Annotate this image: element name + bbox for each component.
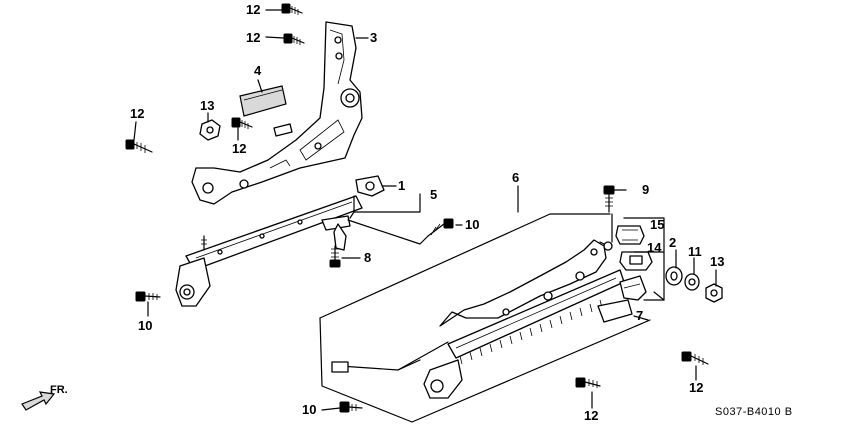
- callout-5: 5: [430, 187, 438, 202]
- callout-8: 8: [364, 250, 372, 265]
- callout-12-lower: 12: [584, 408, 599, 423]
- bolt-12-right: [681, 351, 709, 365]
- front-indicator-label: FR.: [50, 384, 68, 396]
- nut-13-left: [199, 119, 221, 141]
- bolt-12-second: [283, 33, 305, 45]
- callout-12-middle: 12: [232, 141, 247, 156]
- diagram-code-suffix: B: [784, 406, 793, 418]
- callout-10-bottom: 10: [302, 402, 317, 417]
- right-rail-assembly: [331, 239, 633, 399]
- bolt-9: [603, 185, 615, 213]
- callout-10-left: 10: [138, 318, 153, 333]
- clip-part-7: [619, 275, 647, 301]
- bushing-part-11: [684, 273, 700, 291]
- leader-lines: [133, 9, 717, 411]
- callout-3: 3: [370, 30, 378, 45]
- clip-part-14: [619, 251, 653, 271]
- callout-12-left: 12: [130, 106, 145, 121]
- callout-12-second: 12: [246, 30, 261, 45]
- bolt-12-top: [281, 3, 303, 15]
- diagram-code-main: S037-B4010: [715, 406, 782, 418]
- callout-12-right: 12: [689, 380, 704, 395]
- left-rail-assembly: [175, 195, 363, 307]
- bolt-12-lower: [575, 377, 601, 388]
- callout-13-right: 13: [710, 254, 725, 269]
- callout-6: 6: [512, 170, 520, 185]
- bolt-12-left: [125, 139, 153, 153]
- clip-part-1: [355, 175, 385, 197]
- front-arrow-icon: [21, 391, 56, 411]
- nut-13-right: [705, 283, 723, 303]
- bolt-10-mid: [427, 218, 454, 237]
- clip-part-15: [615, 225, 645, 245]
- callout-1: 1: [398, 178, 406, 193]
- callout-13-left: 13: [200, 98, 215, 113]
- diagram-code: S037-B4010 B: [715, 406, 793, 418]
- callout-15: 15: [650, 217, 665, 232]
- callout-9: 9: [642, 182, 650, 197]
- callout-12-top: 12: [246, 2, 261, 17]
- callout-14: 14: [647, 240, 662, 255]
- callout-4: 4: [254, 63, 262, 78]
- bushing-part-2: [665, 266, 683, 286]
- callout-7: 7: [636, 308, 644, 323]
- callout-10-mid: 10: [465, 217, 480, 232]
- callout-2: 2: [669, 235, 677, 250]
- recline-bracket: [191, 21, 363, 205]
- cover-part: [239, 85, 287, 117]
- bolt-8: [329, 245, 341, 268]
- callout-11: 11: [688, 244, 702, 259]
- assembly-frame: [319, 213, 651, 423]
- bolt-10-left: [135, 291, 161, 302]
- bolt-12-middle: [231, 117, 253, 129]
- bolt-10-bottom: [339, 401, 363, 413]
